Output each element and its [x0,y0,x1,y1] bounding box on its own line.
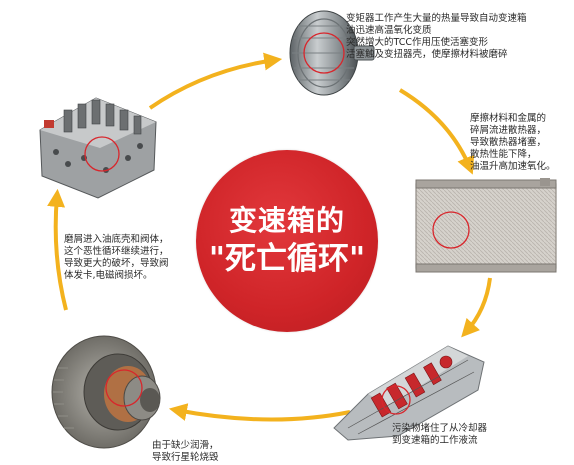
arrow-converter-to-radiator [398,88,475,175]
note-torque-converter: 变矩器工作产生大量的热量导致自动变速箱 油迅速高温氧化变质 突然增大的TCC作用… [346,13,527,60]
title-line-2: "死亡循环" [208,241,366,277]
transmission-cutaway-icon [328,332,488,442]
arrow-planetary-to-valve [47,188,68,311]
arrow-cutaway-to-planetary [168,403,351,422]
arrow-valve-to-converter [148,52,283,110]
valve-body-icon [36,92,160,202]
note-cooler: 污染物堵住了从冷却器 到变速箱的工作液流 [392,423,488,446]
note-valve-body: 磨屑进入油底壳和阀体， 这个恶性循环继续进行， 导致更大的破坏，导致阀 体发卡,… [64,234,169,281]
cycle-title: 变速箱的 "死亡循环" [196,150,378,332]
planetary-gear-icon [46,328,176,452]
arrow-radiator-to-cutaway [461,277,492,338]
note-radiator: 摩擦材料和金属的 碎屑流进散热器， 导致散热器堵塞， 散热性能下降， 油温升高加… [470,113,556,172]
note-planetary: 由于缺少润滑， 导致行星轮烧毁 [152,440,219,463]
torque-converter-icon [284,6,376,100]
radiator-icon [412,178,562,276]
title-line-1: 变速箱的 [228,204,345,237]
